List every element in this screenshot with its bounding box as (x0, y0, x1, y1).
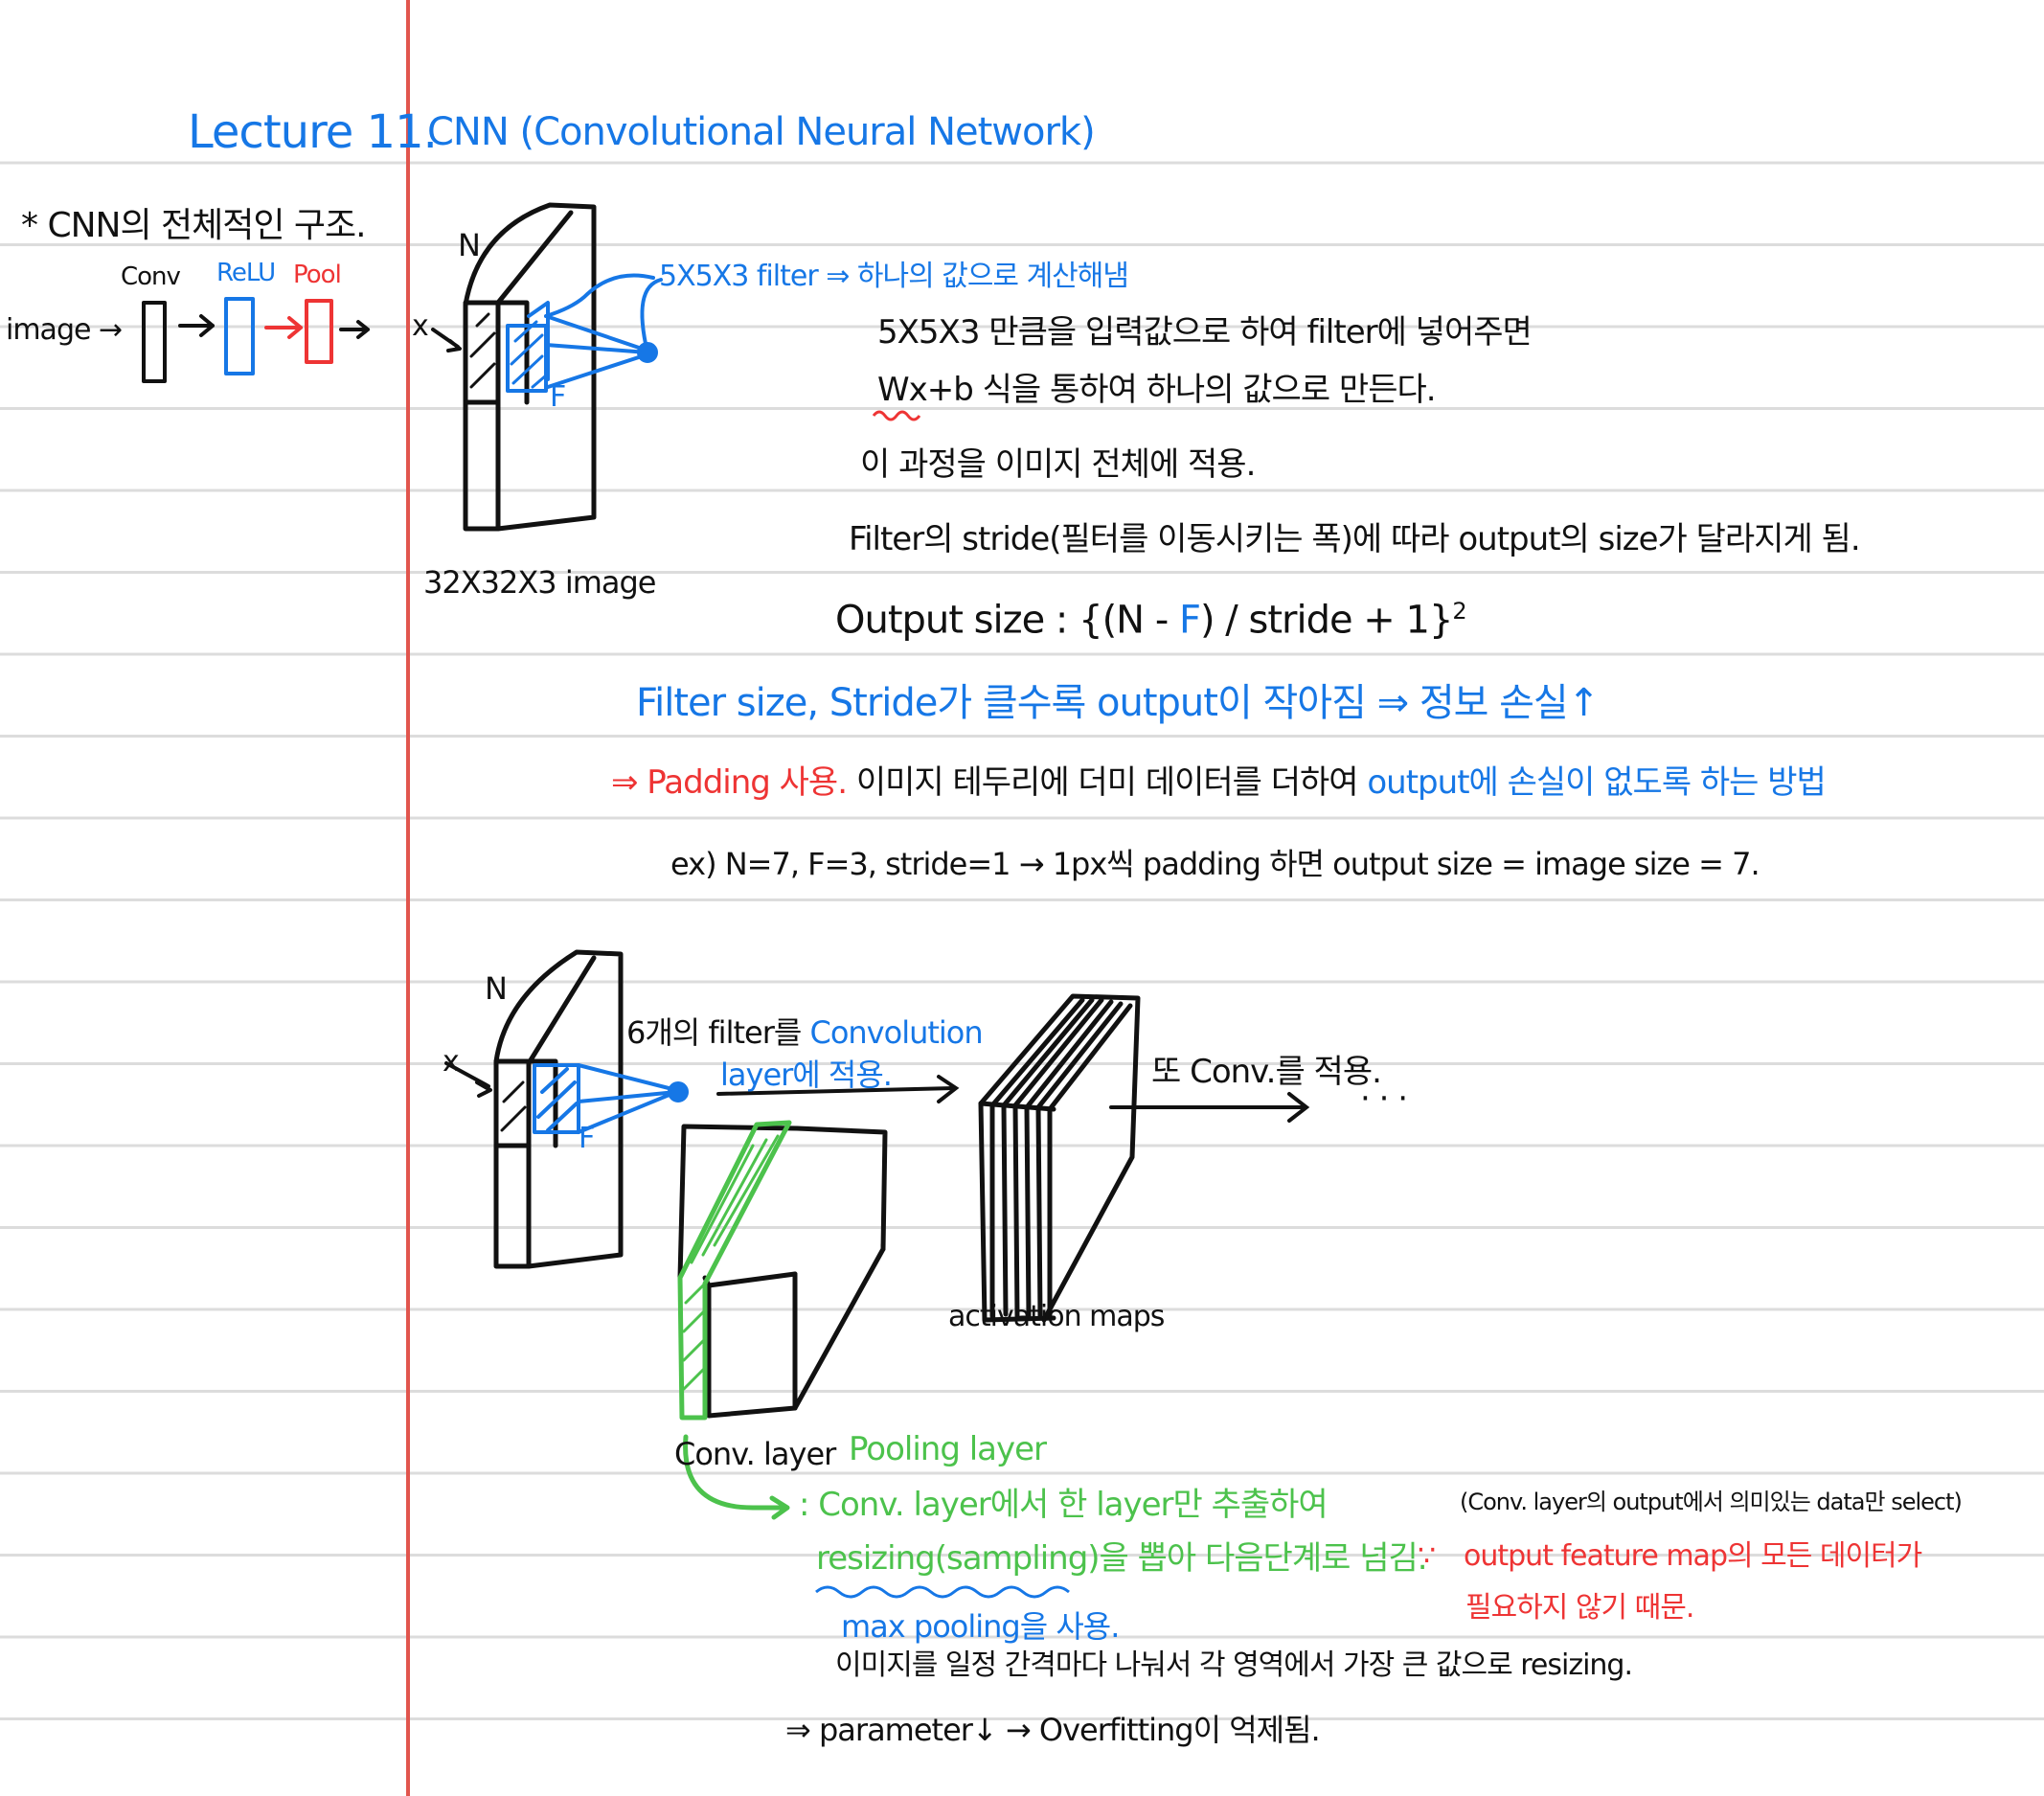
reason-red-2: 필요하지 않기 때문. (1465, 1591, 1694, 1625)
n-label: N (458, 227, 481, 263)
ellipsis: · · · (1360, 1080, 1408, 1118)
six-filters-blue: Convolution (809, 1014, 983, 1051)
six-filters-note: 6개의 filter를 Convolution (626, 1014, 984, 1051)
arrow-again-conv (1109, 1092, 1310, 1123)
page-title: CNN (Convolutional Neural Network) (427, 110, 1096, 154)
arrow-relu-pool (264, 316, 303, 339)
formula-f: F (1178, 598, 1201, 643)
conv-n-label: N (485, 970, 508, 1007)
label-conv: Conv (121, 262, 181, 291)
conv-volume-diagram (444, 949, 624, 1269)
pipeline-input: image → (6, 313, 123, 347)
padding-blue: output에 손실이 없도록 하는 방법 (1367, 763, 1826, 802)
pooling-desc-2: resizing(sampling)을 뽑아 다음단계로 넘김. (816, 1539, 1428, 1578)
formula-exponent: 2 (1452, 598, 1466, 625)
f-label: F (550, 380, 566, 414)
output-size-formula: Output size : {(N - F) / stride + 1}2 (835, 598, 1467, 643)
pooling-result: ⇒ parameter↓ → Overfitting이 억제됨. (785, 1712, 1321, 1748)
reason-black: (Conv. layer의 output에서 의미있는 data만 select… (1460, 1489, 1963, 1515)
explain-line-2: Wx+b 식을 통하여 하나의 값으로 만든다. (877, 371, 1437, 409)
padding-red: ⇒ Padding 사용. (611, 763, 848, 802)
conv-box (142, 301, 167, 383)
arrow-pool-next (339, 320, 370, 339)
stride-note: Filter size, Stride가 클수록 output이 작아짐 ⇒ 정… (636, 681, 1600, 725)
six-filters-blue-2: layer에 적용. (720, 1057, 893, 1093)
overview-x-label: x (412, 309, 429, 343)
padding-line: ⇒ Padding 사용. 이미지 테두리에 더미 데이터를 더하여 outpu… (611, 763, 1827, 802)
image-caption: 32X32X3 image (423, 564, 656, 601)
conv-filter-cone (533, 1063, 689, 1134)
pooling-desc-1: : Conv. layer에서 한 layer만 추출하여 (799, 1486, 1329, 1524)
formula-suffix: ) / stride + 1} (1199, 598, 1453, 643)
explain-line-4: Filter의 stride(필터를 이동시키는 폭)에 따라 output의 … (849, 520, 1861, 558)
max-pooling-desc: 이미지를 일정 간격마다 나눠서 각 영역에서 가장 큰 값으로 resizin… (835, 1648, 1633, 1682)
conv-layer-label: Conv. layer (674, 1436, 836, 1472)
ruled-lines (0, 161, 2044, 1720)
resizing-squiggle (815, 1585, 1070, 1599)
relu-box (224, 297, 255, 375)
activation-maps-stack (978, 993, 1141, 1323)
filter-note: 5X5X3 filter ⇒ 하나의 값으로 계산해냄 (659, 260, 1129, 293)
because-mark: ∵ (1418, 1539, 1436, 1573)
pooling-layer-label: Pooling layer (849, 1430, 1047, 1468)
activation-maps-label: activation maps (948, 1300, 1165, 1333)
pool-box (305, 299, 333, 364)
explain-line-1: 5X5X3 만큼을 입력값으로 하여 filter에 넣어주면 (877, 313, 1533, 352)
overview-heading: * CNN의 전체적인 구조. (21, 206, 367, 245)
conv-x-label: x (443, 1045, 460, 1079)
padding-black: 이미지 테두리에 더미 데이터를 더하여 (855, 763, 1359, 802)
conv-f-label: F (579, 1122, 595, 1155)
again-conv-note: 또 Conv.를 적용. (1151, 1053, 1382, 1091)
reason-red-1: output feature map의 모든 데이터가 (1464, 1539, 1922, 1573)
arrow-to-activation-maps (716, 1075, 960, 1103)
explain-line-3: 이 과정을 이미지 전체에 적용. (860, 445, 1256, 484)
pooling-slice (677, 1120, 792, 1520)
lecture-number: Lecture 11. (188, 105, 438, 159)
formula-prefix: Output size : {(N - (835, 598, 1179, 643)
label-relu: ReLU (216, 259, 276, 287)
label-pool: Pool (293, 261, 342, 289)
filter-cone (506, 273, 663, 393)
max-pooling-note: max pooling을 사용. (841, 1608, 1120, 1645)
six-filters-black: 6개의 filter를 (626, 1014, 802, 1051)
wx-squiggle (872, 410, 921, 421)
arrow-conv-relu (178, 314, 215, 337)
padding-example: ex) N=7, F=3, stride=1 → 1px씩 padding 하면… (670, 846, 1760, 882)
